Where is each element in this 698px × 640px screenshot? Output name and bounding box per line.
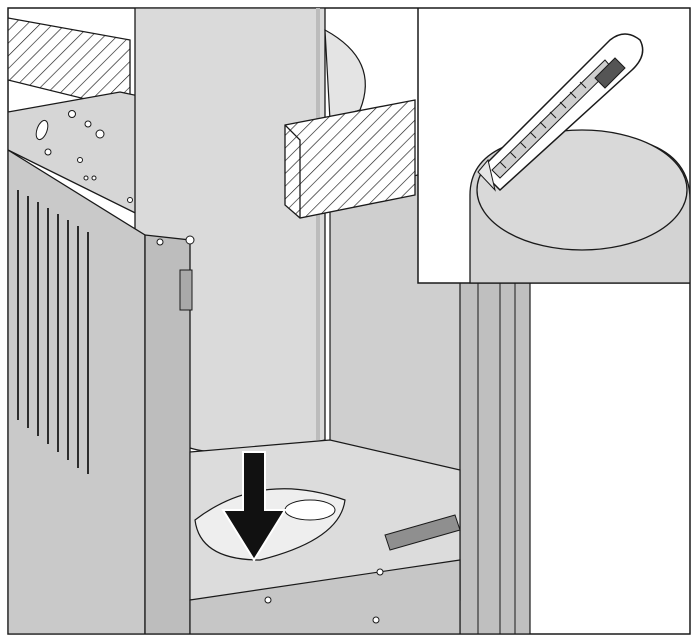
utility-knife-icon: [477, 33, 644, 192]
cabinet-right-side-panel: [459, 279, 531, 634]
down-arrow-icon: [221, 451, 287, 562]
ceiling-slab-right: [284, 99, 416, 219]
floor-bracket: [384, 514, 461, 551]
vent-slots: [17, 190, 89, 474]
cabinet-corner-post: [144, 234, 191, 634]
inset-detail: [417, 8, 690, 284]
cabinet-left-panel: [8, 149, 146, 634]
cabinet-front-bottom-panel: [189, 559, 461, 634]
